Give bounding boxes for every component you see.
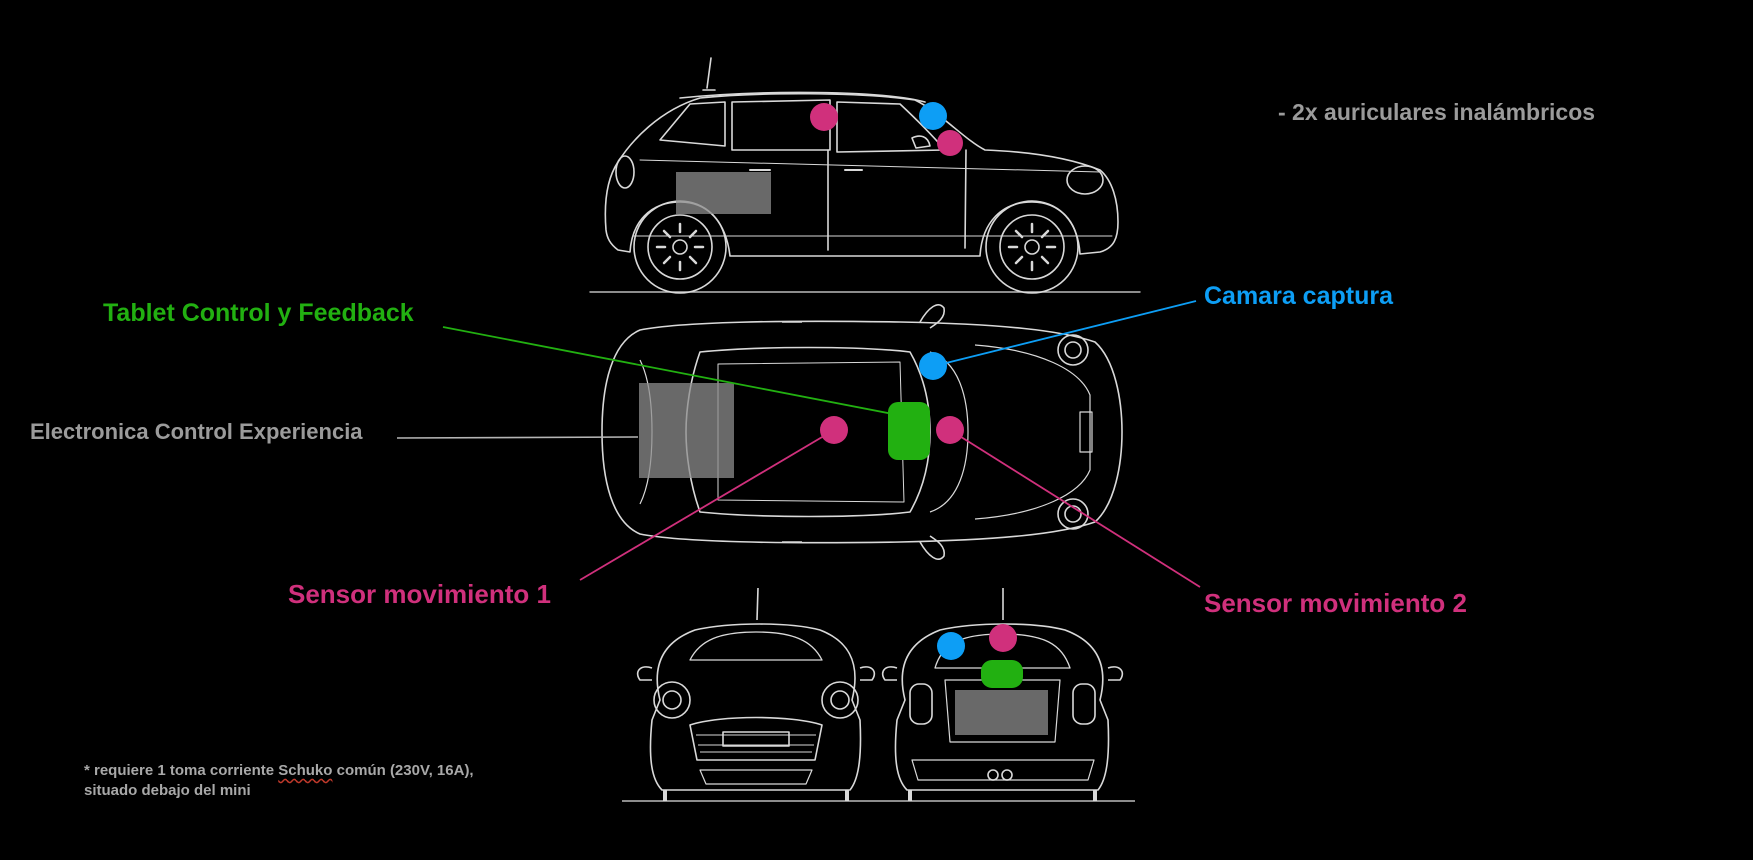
pink-dot-rear [989,624,1017,652]
leader-line-sensor2 [949,429,1201,588]
footnote-schuko: Schuko [278,762,333,779]
blue-dot-side [919,102,947,130]
footnote: * requiere 1 toma corriente Schuko común… [84,761,474,801]
footnote-line-2: situado debajo del mini [84,782,251,799]
pink-dot-side-2 [937,130,963,156]
electronics-box-side [676,172,771,214]
footnote-text-b: común (230V, 16A), [332,762,474,779]
pink-dot-top-1 [820,416,848,444]
leader-line-tablet [442,326,899,416]
pink-dot-side-1 [810,103,838,131]
footnote-text-a: * requiere 1 toma corriente [84,762,279,779]
green-rect-top [888,402,930,460]
leader-line-electronica [396,436,639,439]
label-auriculares: - 2x auriculares inalámbricos [1278,99,1596,125]
green-rect-rear [981,660,1023,688]
footnote-line-1: * requiere 1 toma corriente Schuko común… [84,761,474,781]
car-front-view-icon [622,587,1135,802]
label-sensor-movimiento-2: Sensor movimiento 2 [1204,588,1467,618]
label-sensor-movimiento-1: Sensor movimiento 1 [288,579,551,609]
car-side-view-icon [589,57,1141,294]
car-rear-view-icon [881,588,1124,801]
blue-dot-rear [937,632,965,660]
electronics-box-rear [955,690,1048,735]
electronics-box-top [639,383,734,478]
pink-dot-top-2 [936,416,964,444]
label-electronica-control-experiencia: Electronica Control Experiencia [30,419,363,444]
label-camara-captura: Camara captura [1204,282,1393,310]
leader-line-sensor1 [579,429,835,581]
leader-line-camara [933,300,1197,367]
label-tablet-control-feedback: Tablet Control y Feedback [103,299,414,327]
blue-dot-top [919,352,947,380]
